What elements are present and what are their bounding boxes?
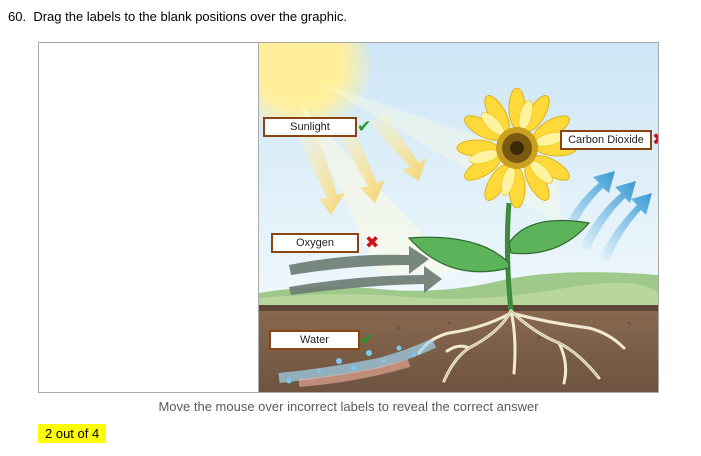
plant-diagram: Sunlight ✔ Carbon Dioxide ✖ Oxygen ✖ Wat… <box>259 43 658 392</box>
label-water[interactable]: Water <box>269 330 360 350</box>
drag-drop-area: Sunlight ✔ Carbon Dioxide ✖ Oxygen ✖ Wat… <box>38 42 659 393</box>
plant-illustration <box>259 43 658 392</box>
incorrect-x-icon[interactable]: ✖ <box>365 233 380 252</box>
label-bank[interactable] <box>39 43 259 392</box>
question-text: Drag the labels to the blank positions o… <box>33 9 347 24</box>
label-oxygen[interactable]: Oxygen <box>271 233 359 253</box>
score-badge: 2 out of 4 <box>38 424 107 443</box>
correct-check-icon: ✔ <box>357 117 372 136</box>
label-carbon-dioxide[interactable]: Carbon Dioxide <box>560 130 652 150</box>
label-sunlight[interactable]: Sunlight <box>263 117 357 137</box>
hint-text: Move the mouse over incorrect labels to … <box>158 399 539 414</box>
incorrect-x-icon[interactable]: ✖ <box>652 131 658 149</box>
correct-check-icon: ✔ <box>360 330 375 349</box>
question-prompt: 60. Drag the labels to the blank positio… <box>8 9 347 24</box>
question-number: 60. <box>8 9 27 24</box>
